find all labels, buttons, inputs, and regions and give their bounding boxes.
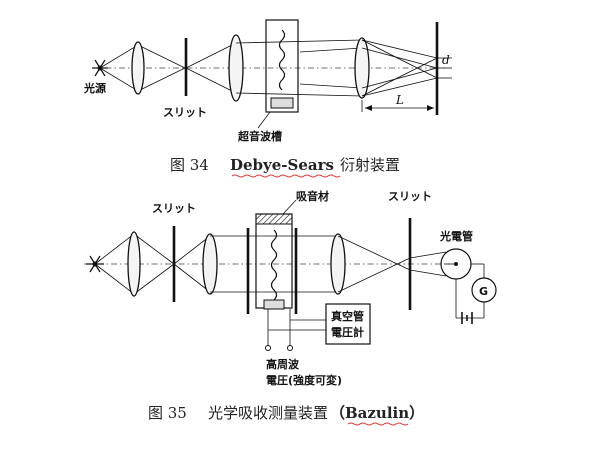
label-hf-line2: 電圧(強度可変) <box>266 373 342 387</box>
label-slit-35-right: スリット <box>388 190 432 203</box>
sound-wave-34 <box>278 29 286 91</box>
label-light-source: 光源 <box>83 81 106 95</box>
galvanometer-icon <box>471 277 497 303</box>
rays-35-a <box>94 233 175 295</box>
label-slit-35-left: スリット <box>152 202 196 215</box>
label-phototube: 光電管 <box>439 229 473 243</box>
caption-35-name: （Bazulin） <box>330 404 424 422</box>
condenser-lens-35 <box>127 231 141 297</box>
transducer-35 <box>263 299 285 310</box>
label-hf-line1: 高周波 <box>266 357 300 371</box>
ultrasonic-tank <box>265 19 299 113</box>
sample-tank-35 <box>255 213 293 309</box>
label-L: L <box>395 93 404 107</box>
label-d: d <box>442 53 450 67</box>
condenser-lens-34 <box>131 41 145 95</box>
converging-rays-34 <box>361 39 438 97</box>
focusing-lens-35 <box>330 233 346 295</box>
parallel-beam-34 <box>235 39 363 97</box>
collimator-lens-34 <box>228 34 244 102</box>
converging-rays-35 <box>337 235 447 293</box>
label-slit-34: スリット <box>163 106 207 119</box>
transducer-34 <box>270 97 294 109</box>
vtvm-box <box>325 303 371 345</box>
rays-35-b <box>173 235 211 293</box>
figure-35: スリット 吸音材 <box>84 189 497 426</box>
label-tank: 超音波槽 <box>237 129 282 143</box>
collimator-lens-35 <box>202 233 218 295</box>
caption-34-prefix: 图 34 <box>170 156 209 174</box>
caption-34-underline <box>231 174 341 178</box>
dimension-L <box>361 100 434 112</box>
galvanometer-circuit <box>455 263 485 324</box>
absorber-material <box>255 213 293 225</box>
figure-34: 光源 スリット 超音波槽 <box>83 19 452 178</box>
dimension-d <box>437 57 452 79</box>
caption-35-underline <box>347 422 409 426</box>
sound-wave-35 <box>270 229 278 301</box>
caption-35-prefix: 图 35 <box>148 404 187 422</box>
rays-source-to-lens <box>99 44 186 92</box>
label-absorber: 吸音材 <box>296 189 329 203</box>
label-G: G <box>479 285 488 298</box>
rays-slit-to-collimator <box>185 42 237 94</box>
caption-34-name: Debye-Sears <box>230 156 334 174</box>
label-vtvm-line1: 真空管 <box>331 309 364 323</box>
caption-34-suffix: 衍射装置 <box>340 156 400 174</box>
focusing-lens-34 <box>354 37 370 99</box>
hf-wires <box>265 309 326 351</box>
label-vtvm-line2: 電圧計 <box>331 325 364 339</box>
parallel-beam-35 <box>210 235 338 293</box>
caption-35-text: 光学吸收测量装置 <box>208 404 328 422</box>
